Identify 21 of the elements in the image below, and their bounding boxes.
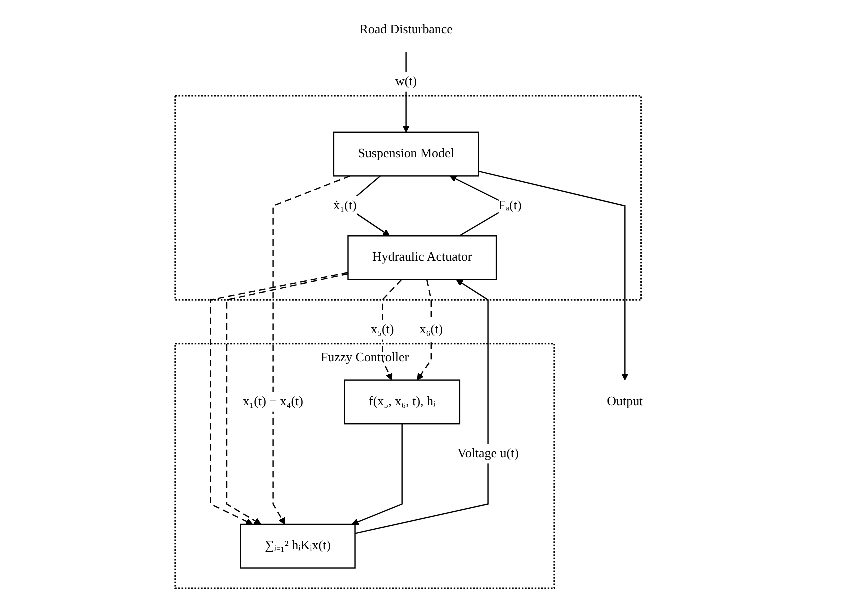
edge-label: Voltage u(t) <box>457 446 518 461</box>
node-box: Suspension Model <box>332 132 479 177</box>
edge-label: x₁(t) − x₄(t) <box>242 394 303 409</box>
cluster <box>174 95 642 301</box>
edge-label: x₅(t) <box>370 322 394 337</box>
arrow <box>478 170 628 381</box>
arrow <box>416 280 432 381</box>
arrow <box>382 279 402 381</box>
arrow <box>402 52 410 133</box>
edge-label: w(t) <box>395 74 417 89</box>
node-text: Road Disturbance <box>359 23 452 37</box>
edge-label: x₆(t) <box>419 322 443 337</box>
arrow <box>351 424 402 526</box>
node-box: f(x₅, x₆, t), hᵢ <box>344 380 460 425</box>
arrow <box>354 280 488 534</box>
arrow <box>272 176 350 525</box>
edge-label: ẋ₁(t) <box>333 198 356 213</box>
node-box: Hydraulic Actuator <box>347 236 497 280</box>
edge-label: Fₐ(t) <box>498 198 522 213</box>
node-box: ∑ᵢ₌₁² hᵢKᵢx(t) <box>240 524 356 569</box>
node-text: Output <box>606 394 643 409</box>
